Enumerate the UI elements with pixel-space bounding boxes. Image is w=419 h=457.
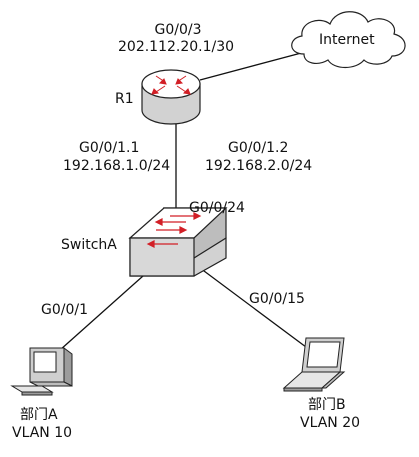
switch-port-a-label: G0/0/1: [41, 302, 89, 318]
laptop-icon: [282, 337, 346, 392]
switch-port-b-label: G0/0/15: [249, 291, 305, 307]
switch-icon: [128, 207, 228, 277]
cloud-icon: [291, 11, 406, 69]
link-switch-dept-a: [59, 267, 153, 351]
desktop-pc-icon: [10, 347, 73, 396]
router-subif2-port-label: G0/0/1.2: [228, 140, 289, 156]
connections: [59, 51, 311, 351]
router-subif2-net-label: 192.168.2.0/24: [205, 158, 313, 174]
router-name-label: R1: [115, 91, 134, 107]
dept-b-name-label: 部门B: [308, 397, 346, 413]
link-switch-dept-b: [199, 267, 311, 351]
dept-a-vlan-label: VLAN 10: [12, 425, 73, 441]
switch-name-label: SwitchA: [61, 237, 117, 253]
router-uplink-port-label: G0/0/3: [154, 22, 202, 38]
dept-a-name-label: 部门A: [20, 407, 58, 423]
router-subif1-port-label: G0/0/1.1: [79, 140, 140, 156]
dept-b-vlan-label: VLAN 20: [300, 415, 361, 431]
router-subif1-net-label: 192.168.1.0/24: [63, 158, 171, 174]
router-icon: [141, 69, 201, 125]
router-uplink-ip-label: 202.112.20.1/30: [118, 39, 235, 55]
switch-uplink-port-label: G0/0/24: [189, 200, 245, 216]
internet-label: Internet: [319, 32, 375, 48]
link-router-internet: [199, 51, 306, 81]
